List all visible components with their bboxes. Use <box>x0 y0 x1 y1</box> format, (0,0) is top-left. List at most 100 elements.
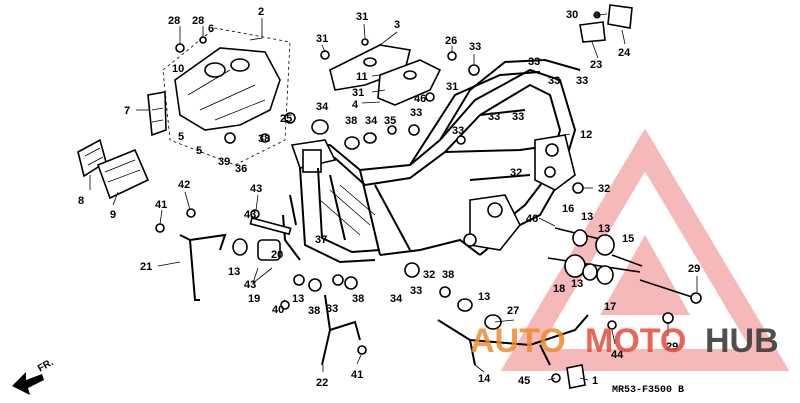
lower-brackets <box>179 233 589 366</box>
top-right-brackets <box>579 4 633 43</box>
callout-34: 34 <box>365 115 378 127</box>
front-direction-label: FR. <box>36 357 56 375</box>
callout-41: 41 <box>155 199 167 211</box>
callout-21: 21 <box>140 261 152 273</box>
callout-1: 1 <box>592 375 598 387</box>
front-direction-arrow: FR. <box>12 357 56 395</box>
callout-5: 5 <box>196 145 202 157</box>
callout-6: 6 <box>208 23 214 35</box>
diagram-code: MR53-F3500 B <box>612 385 684 396</box>
callout-2: 2 <box>258 6 264 18</box>
callout-41: 41 <box>351 369 363 381</box>
callout-33: 33 <box>576 75 588 87</box>
callout-13: 13 <box>598 223 610 235</box>
callout-16: 16 <box>562 203 574 215</box>
callout-33: 33 <box>548 75 560 87</box>
callouts: 28 28 6 10 2 7 5 5 39 36 38 25 31 3 31 1… <box>78 6 700 389</box>
callout-15: 15 <box>622 233 634 245</box>
fasteners <box>155 36 674 383</box>
callout-13: 13 <box>581 211 593 223</box>
callout-13: 13 <box>228 266 240 278</box>
callout-14: 14 <box>478 373 491 385</box>
callout-25: 25 <box>280 113 292 125</box>
callout-33: 33 <box>469 41 481 53</box>
callout-39: 39 <box>218 156 230 168</box>
callout-33: 33 <box>528 56 540 68</box>
callout-13: 13 <box>478 291 490 303</box>
callout-32: 32 <box>423 269 435 281</box>
callout-30: 30 <box>566 9 578 21</box>
callout-33: 33 <box>410 285 422 297</box>
callout-32: 32 <box>598 183 610 195</box>
callout-43: 43 <box>250 183 262 195</box>
callout-34: 34 <box>316 101 329 113</box>
callout-35: 35 <box>384 115 396 127</box>
callout-44: 44 <box>611 349 624 361</box>
callout-3: 3 <box>394 19 400 31</box>
callout-38: 38 <box>345 115 357 127</box>
callout-38: 38 <box>258 133 270 145</box>
watermark-hub: HUB <box>705 322 779 360</box>
callout-8: 8 <box>78 195 84 207</box>
callout-33: 33 <box>488 111 500 123</box>
watermark-auto: AUTO <box>470 322 566 360</box>
callout-42: 42 <box>178 179 190 191</box>
watermark-logo <box>500 128 790 371</box>
callout-24: 24 <box>618 47 631 59</box>
callout-28: 28 <box>168 15 180 27</box>
upper-bracket <box>329 44 442 106</box>
callout-32: 32 <box>510 167 522 179</box>
callout-43: 43 <box>244 209 256 221</box>
air-box-cover <box>162 27 291 166</box>
watermark-text: AUTO MOTO HUB <box>470 322 779 360</box>
leader-lines <box>89 13 698 381</box>
callout-18: 18 <box>553 283 565 295</box>
callout-37: 37 <box>315 234 327 246</box>
callout-33: 33 <box>410 107 422 119</box>
frame-main <box>290 58 581 264</box>
bottom-bolt <box>566 364 586 389</box>
callout-13: 13 <box>571 278 583 290</box>
callout-34: 34 <box>390 293 403 305</box>
callout-31: 31 <box>356 11 368 23</box>
callout-46: 46 <box>526 213 538 225</box>
callout-26: 26 <box>445 35 457 47</box>
callout-38: 38 <box>308 305 320 317</box>
callout-27: 27 <box>507 305 519 317</box>
callout-13: 13 <box>292 293 304 305</box>
callout-9: 9 <box>110 209 116 221</box>
callout-23: 23 <box>590 59 602 71</box>
callout-31: 31 <box>446 81 458 93</box>
callout-28: 28 <box>192 15 204 27</box>
callout-33: 33 <box>452 125 464 137</box>
callout-31: 31 <box>352 87 364 99</box>
callout-29: 29 <box>666 341 678 353</box>
callout-5: 5 <box>178 131 184 143</box>
callout-33: 33 <box>512 111 524 123</box>
pivot-shafts <box>547 227 702 304</box>
rubber-pads <box>77 138 150 200</box>
callout-19: 19 <box>248 293 260 305</box>
callout-33: 33 <box>326 303 338 315</box>
engine-hanger-left <box>232 194 301 261</box>
callout-38: 38 <box>352 293 364 305</box>
callout-22: 22 <box>316 377 328 389</box>
callout-7: 7 <box>124 105 130 117</box>
callout-43: 43 <box>244 279 256 291</box>
callout-40: 40 <box>272 304 284 316</box>
side-bracket <box>147 91 167 137</box>
callout-46: 46 <box>414 93 426 105</box>
callout-29: 29 <box>688 263 700 275</box>
callout-4: 4 <box>352 99 359 111</box>
callout-12: 12 <box>580 129 592 141</box>
callout-20: 20 <box>271 249 283 261</box>
callout-17: 17 <box>604 301 616 313</box>
callout-10: 10 <box>172 63 184 75</box>
callout-38: 38 <box>442 269 454 281</box>
callout-45: 45 <box>518 375 530 387</box>
callout-31: 31 <box>316 33 328 45</box>
callout-11: 11 <box>356 71 368 83</box>
callout-36: 36 <box>235 163 247 175</box>
watermark-moto: MOTO <box>585 322 686 360</box>
